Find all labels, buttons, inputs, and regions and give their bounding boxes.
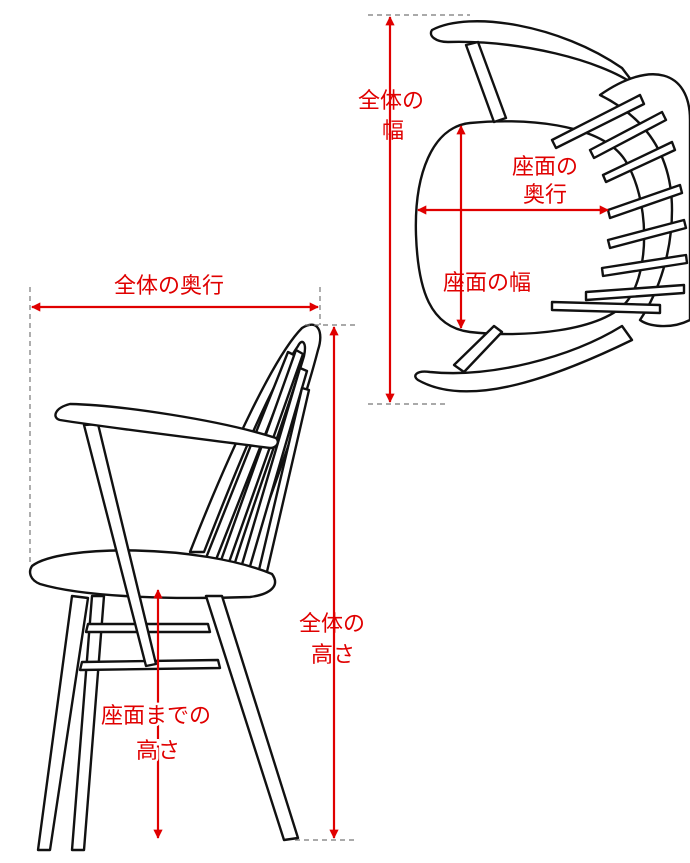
top-view-spindles [550,93,689,315]
top-total-width-label-1: 全体の [358,89,424,114]
side-view-chair [28,323,322,852]
side-view-armrest [54,402,279,450]
side-view-seat [28,549,277,600]
top-view-upper-arm [429,20,637,87]
top-view-lower-post [452,324,504,374]
side-view-back-spindles [196,348,311,584]
side-total-depth-label: 全体の奥行 [114,274,224,299]
top-view-lower-arm [414,324,634,393]
side-seat-height-label-2: 高さ [136,739,180,764]
side-total-height-label-2: 高さ [311,643,355,668]
top-seat-depth-label-1: 座面の [512,155,578,180]
top-view-upper-post [464,40,508,124]
top-seat-width-label: 座面の幅 [443,271,531,296]
top-view-seat [414,120,646,336]
side-total-height-label-1: 全体の [299,612,365,637]
top-view-chair [414,20,690,393]
side-seat-height-label-1: 座面までの [101,704,211,729]
top-seat-depth-label-2: 奥行 [523,183,567,208]
side-view-middle-leg [70,594,106,852]
top-total-width-label-2: 幅 [382,119,404,144]
side-view-rear-leg [204,594,300,842]
side-view-front-leg [36,594,90,852]
